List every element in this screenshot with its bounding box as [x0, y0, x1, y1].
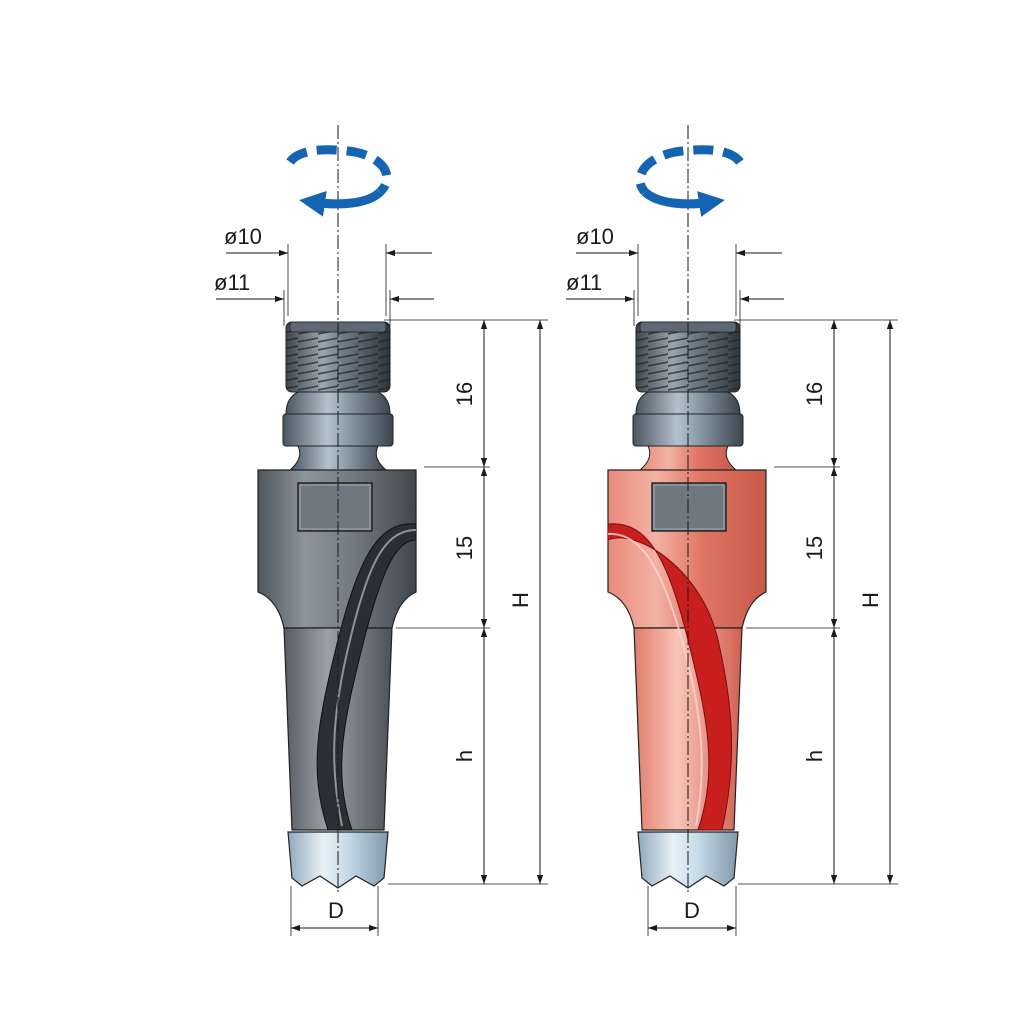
dim-dia10: ø10 — [224, 224, 432, 316]
rotation-ccw-icon — [286, 145, 392, 217]
label-dia11: ø11 — [566, 270, 602, 295]
drill-bit-red — [607, 321, 767, 889]
dim-diameter: D — [290, 886, 379, 936]
dim-thread-length: 16 — [802, 320, 838, 467]
label-H: H — [508, 592, 533, 608]
label-16: 16 — [452, 382, 477, 406]
label-dia10: ø10 — [224, 224, 262, 249]
dim-total-length: H — [858, 320, 894, 884]
dim-dia10: ø10 — [576, 224, 782, 316]
tool-left: ø10 ø11 16 15 h — [214, 125, 548, 936]
dim-total-length: H — [508, 320, 544, 884]
label-H: H — [858, 592, 883, 608]
label-h: h — [452, 750, 477, 762]
label-15: 15 — [452, 536, 477, 560]
label-dia11: ø11 — [214, 270, 250, 295]
dim-flute-length: h — [802, 628, 838, 884]
rotation-cw-icon — [635, 145, 744, 217]
label-dia10: ø10 — [576, 224, 614, 249]
label-h: h — [802, 750, 827, 762]
dim-dia11: ø11 — [214, 270, 434, 326]
dim-flute-length: h — [452, 628, 488, 884]
drill-bit-grey — [257, 321, 417, 889]
dim-collar-length: 15 — [802, 467, 838, 628]
label-D: D — [684, 898, 700, 923]
dim-diameter: D — [647, 886, 737, 936]
label-15: 15 — [802, 536, 827, 560]
dim-collar-length: 15 — [452, 467, 488, 628]
dim-dia11: ø11 — [566, 270, 784, 326]
label-16: 16 — [802, 382, 827, 406]
dim-thread-length: 16 — [452, 320, 488, 467]
label-D: D — [328, 898, 344, 923]
tool-right: ø10 ø11 16 15 h — [566, 125, 898, 936]
